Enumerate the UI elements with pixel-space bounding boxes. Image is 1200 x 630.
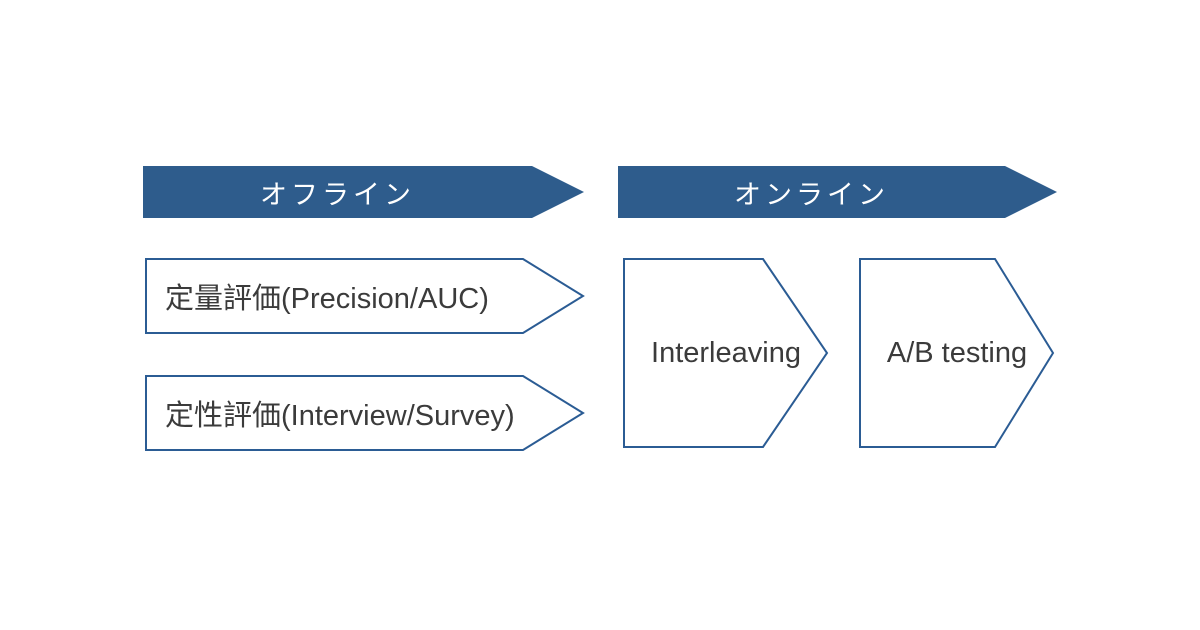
item-interleaving-label: Interleaving [651,336,801,369]
pentagon-outline-polygon [145,375,585,451]
pentagon-shape [623,258,829,448]
pentagon-outline-polygon [623,258,829,448]
item-qualitative-evaluation: 定性評価(Interview/Survey) [145,375,585,451]
banner-offline: オフライン [143,166,584,218]
item-ab-testing-label: A/B testing [886,336,1028,369]
item-quantitative-evaluation: 定量評価(Precision/AUC) [145,258,585,334]
item-interleaving: Interleaving [623,258,829,448]
right-arrow-banner-shape [143,166,584,218]
right-arrow-banner-shape [618,166,1057,218]
arrow-banner-polygon [618,166,1057,218]
pentagon-shape [859,258,1055,448]
item-ab-testing: A/B testing [859,258,1055,448]
pentagon-outline-polygon [145,258,585,334]
banner-online: オンライン [618,166,1058,218]
banner-online-label: オンライン [734,179,889,210]
pentagon-shape [145,258,585,334]
arrow-banner-polygon [143,166,584,218]
pentagon-shape [145,375,585,451]
item-qualitative-label: 定性評価(Interview/Survey) [165,400,515,432]
banner-offline-label: オフライン [260,179,415,210]
item-quantitative-label: 定量評価(Precision/AUC) [165,283,489,315]
pentagon-outline-polygon [859,258,1055,448]
